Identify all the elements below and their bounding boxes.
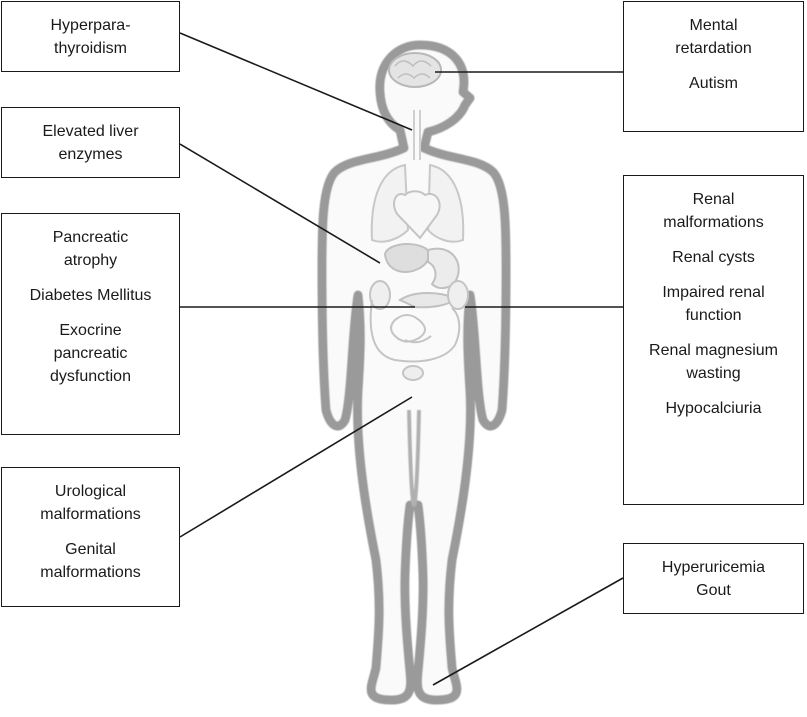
box-line: retardation (675, 40, 752, 57)
brain-item-autism: Autism (689, 72, 738, 95)
box-line: Hypocalciuria (665, 400, 762, 417)
pancreas-item-diabetes: Diabetes Mellitus (30, 284, 152, 307)
box-line: Genital (65, 541, 116, 558)
brain-box: Mental retardation Autism (623, 1, 804, 132)
renal-item-impaired-function: Impaired renal function (662, 281, 764, 327)
box-line: Renal magnesium (649, 342, 778, 359)
box-line: enzymes (58, 145, 123, 163)
box-line: Urological (54, 483, 127, 500)
hyperparathyroidism-box: Hyperpara- thyroidism (1, 1, 180, 72)
intestine-icon (369, 299, 461, 363)
renal-box: Renal malformations Renal cysts Impaired… (623, 175, 804, 505)
box-line: Renal (692, 191, 735, 208)
pancreas-item-exocrine: Exocrine pancreatic dysfunction (50, 319, 131, 388)
box-line: malformations (663, 214, 764, 231)
box-line: Hyperuricemia (661, 558, 766, 576)
stomach-icon (427, 247, 460, 290)
connector-hyperparathyroidism (179, 32, 413, 131)
pancreas-item-atrophy: Pancreatic atrophy (53, 226, 129, 272)
heart-icon (393, 190, 441, 240)
connector-urogenital (179, 396, 413, 538)
kidney-icon (369, 280, 469, 310)
urogenital-item-genital: Genital malformations (40, 538, 140, 584)
liver-box: Elevated liver enzymes (1, 107, 180, 178)
box-line: function (685, 307, 742, 324)
renal-item-cysts: Renal cysts (672, 246, 755, 269)
renal-item-malformations: Renal malformations (663, 188, 763, 234)
connector-uric (432, 577, 624, 686)
brain-item-mental-retardation: Mental retardation (675, 14, 752, 60)
urogenital-box: Urological malformations Genital malform… (1, 467, 180, 607)
box-line: wasting (686, 365, 741, 382)
box-line: thyroidism (54, 39, 127, 57)
box-line: atrophy (63, 252, 118, 269)
box-line: pancreatic (53, 345, 128, 362)
connector-lines (179, 32, 624, 686)
renal-item-magnesium-wasting: Renal magnesium wasting (649, 339, 778, 385)
brain-icon (388, 52, 442, 88)
box-line: Hyperpara- (50, 16, 131, 34)
box-line: Mental (689, 17, 738, 34)
bladder-icon (402, 365, 424, 381)
box-line: Gout (696, 581, 731, 599)
connector-liver (179, 143, 381, 264)
pancreas-box: Pancreatic atrophy Diabetes Mellitus Exo… (1, 213, 180, 435)
box-line: Autism (689, 75, 738, 92)
box-line: malformations (40, 506, 141, 523)
urogenital-item-urological: Urological malformations (40, 480, 140, 526)
box-line: Impaired renal (662, 284, 765, 301)
uric-box: Hyperuricemia Gout (623, 543, 804, 614)
box-line: Exocrine (59, 322, 122, 339)
box-line: dysfunction (50, 368, 131, 385)
box-line: Renal cysts (672, 249, 755, 266)
box-line: malformations (40, 564, 141, 581)
renal-item-hypocalciuria: Hypocalciuria (665, 397, 761, 420)
box-line: Elevated liver (42, 122, 139, 140)
box-line: Diabetes Mellitus (29, 287, 152, 304)
lungs-icon (370, 163, 465, 243)
box-line: Pancreatic (52, 229, 129, 246)
